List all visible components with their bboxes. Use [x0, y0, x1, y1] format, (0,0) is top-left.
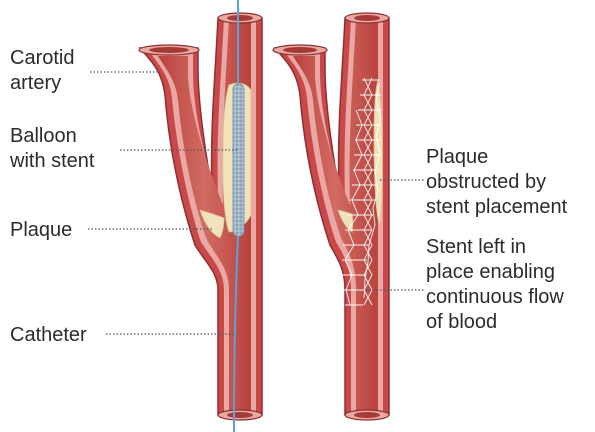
label-stent-left: Stent left in place enabling continuous … — [426, 236, 569, 333]
left-artery — [139, 0, 262, 432]
label-catheter: Catheter — [10, 324, 87, 346]
balloon-stent — [233, 84, 244, 236]
label-plaque-obstructed: Plaque obstructed by stent placement — [426, 146, 568, 218]
label-carotid-artery: Carotid artery — [10, 47, 80, 94]
label-plaque: Plaque — [10, 219, 72, 241]
label-balloon-with-stent: Balloon with stent — [9, 125, 95, 172]
right-artery — [273, 13, 389, 420]
